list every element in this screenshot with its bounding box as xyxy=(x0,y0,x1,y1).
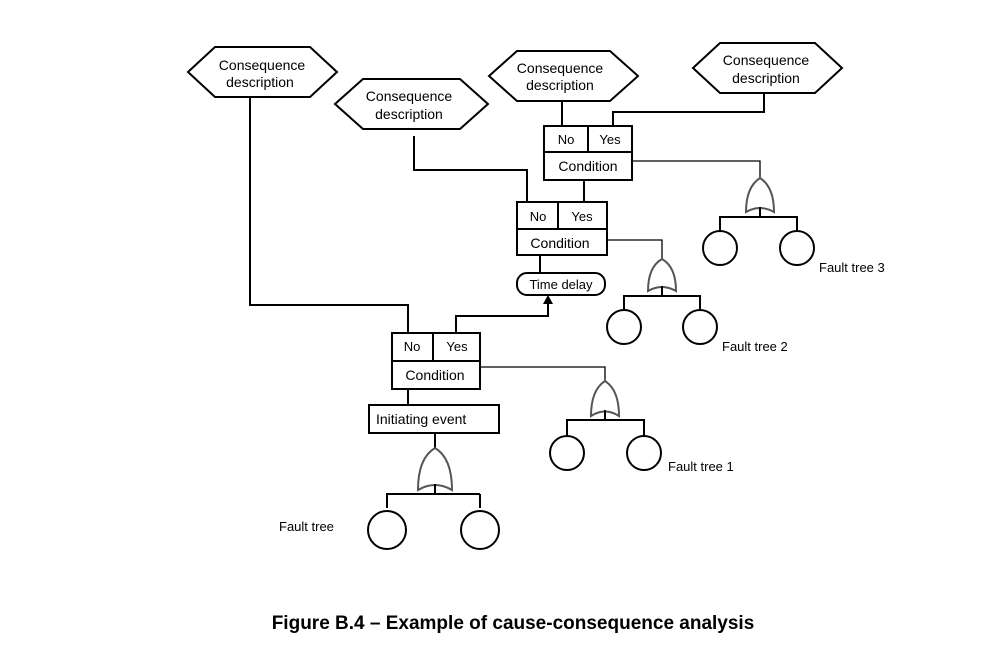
initiating-event-box xyxy=(368,404,500,434)
or-gate-icon xyxy=(416,446,454,492)
consequence-1: Consequence description xyxy=(186,46,339,98)
arrowhead xyxy=(543,295,553,304)
time-delay: Time delay xyxy=(516,272,606,296)
basic-event-circle xyxy=(702,230,738,266)
connector-consequence-4 xyxy=(612,94,765,126)
gate-branch xyxy=(386,484,436,508)
gate-branch xyxy=(605,419,645,436)
consequence-line2: description xyxy=(732,70,800,86)
basic-event-circle xyxy=(606,309,642,345)
fault-tree-label: Fault tree 3 xyxy=(819,260,885,275)
connector-condition-to-ft1 xyxy=(480,366,606,381)
fault-tree-main: Fault tree xyxy=(279,446,500,550)
gate-branch xyxy=(623,286,663,311)
condition-block-middle: No Yes Condition xyxy=(516,201,608,256)
fault-tree-label: Fault tree xyxy=(279,519,334,534)
yes-label: Yes xyxy=(446,339,468,354)
initiating-event: Initiating event xyxy=(368,404,500,434)
connector-condition-to-ft2 xyxy=(608,239,663,259)
yes-label: Yes xyxy=(599,132,621,147)
condition-label: Condition xyxy=(405,367,464,383)
yes-label: Yes xyxy=(571,209,593,224)
consequence-hexagon xyxy=(691,42,844,94)
connector-delay-to-bottom xyxy=(455,302,549,333)
condition-block-bottom: No Yes Condition xyxy=(391,332,481,390)
consequence-line1: Consequence xyxy=(219,57,306,73)
gate-branch xyxy=(566,410,606,436)
no-label: No xyxy=(404,339,421,354)
no-label: No xyxy=(530,209,547,224)
figure-caption: Figure B.4 – Example of cause-consequenc… xyxy=(272,613,755,634)
consequence-hexagon xyxy=(487,50,640,102)
connector-lines xyxy=(249,94,765,448)
consequence-line2: description xyxy=(226,74,294,90)
fault-tree-1: Fault tree 1 xyxy=(549,379,734,474)
condition-block-top: No Yes Condition xyxy=(543,125,633,181)
basic-event-circle xyxy=(549,435,585,471)
fault-tree-label: Fault tree 1 xyxy=(668,459,734,474)
gate-branch xyxy=(662,295,701,311)
initiating-event-label: Initiating event xyxy=(376,411,466,427)
consequence-2: Consequence description xyxy=(333,78,490,130)
consequence-line1: Consequence xyxy=(723,52,810,68)
connector-consequence-2 xyxy=(413,136,528,202)
consequence-4: Consequence description xyxy=(691,42,844,94)
fault-tree-label: Fault tree 2 xyxy=(722,339,788,354)
fault-tree-2: Fault tree 2 xyxy=(606,257,788,354)
fault-tree-3: Fault tree 3 xyxy=(702,176,885,275)
or-gate-icon xyxy=(744,176,776,214)
no-label: No xyxy=(558,132,575,147)
consequence-line2: description xyxy=(526,77,594,93)
time-delay-label: Time delay xyxy=(529,277,593,292)
consequence-line1: Consequence xyxy=(366,88,453,104)
condition-label: Condition xyxy=(558,158,617,174)
consequence-hexagon xyxy=(186,46,339,98)
connector-consequence-1 xyxy=(249,96,409,333)
consequence-3: Consequence description xyxy=(487,50,640,102)
gate-branch xyxy=(760,216,798,231)
basic-event-circle xyxy=(626,435,662,471)
consequence-line1: Consequence xyxy=(517,60,604,76)
basic-event-circle xyxy=(779,230,815,266)
condition-label: Condition xyxy=(530,235,589,251)
consequence-line2: description xyxy=(375,106,443,122)
gate-branch xyxy=(719,207,761,231)
basic-event-circle xyxy=(682,309,718,345)
consequence-hexagon xyxy=(333,78,490,130)
time-delay-box xyxy=(516,272,606,296)
connector-condition-to-ft3 xyxy=(632,160,761,178)
basic-event-circle xyxy=(367,510,407,550)
basic-event-circle xyxy=(460,510,500,550)
